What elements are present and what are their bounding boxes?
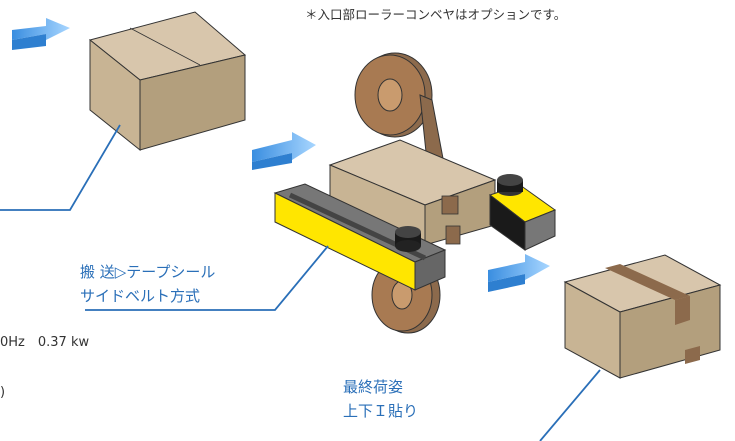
leader-line-output [539, 369, 601, 441]
final-pose-line2: 上下Ｉ貼り [343, 402, 419, 420]
side-belt-right [488, 174, 557, 251]
leader-line-input [0, 124, 121, 211]
leader-line-transport [85, 245, 329, 311]
side-belt-left [273, 183, 447, 291]
flow-arrow-input [12, 18, 70, 50]
final-pose-label: 最終荷姿 上下Ｉ貼り [343, 375, 418, 423]
transport-label: 搬 送▷テープシール サイドベルト方式 [80, 260, 215, 308]
flow-arrow-output [488, 254, 550, 292]
final-pose-line1: 最終荷姿 [343, 378, 404, 396]
flow-arrow-middle [252, 132, 316, 170]
option-note: ＊入口部ローラーコンベヤはオプションです。 [305, 7, 567, 22]
spec-text: 0Hz 0.37 kw [0, 335, 90, 350]
taping-machine [328, 139, 497, 246]
output-box [563, 254, 722, 379]
input-box [88, 11, 247, 152]
transport-label-line1: 搬 送▷テープシール [80, 263, 216, 281]
transport-label-line2: サイドベルト方式 [80, 287, 201, 305]
spec-paren: ) [0, 385, 6, 400]
